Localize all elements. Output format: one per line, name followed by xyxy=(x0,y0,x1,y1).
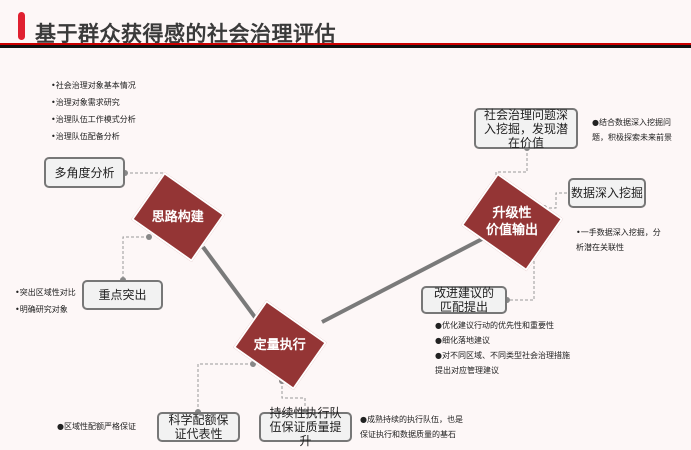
note-item: •治理对象需求研究 xyxy=(51,98,120,107)
note-item: •社会治理对象基本情况 xyxy=(51,81,136,90)
dash-link-gaijin xyxy=(507,246,535,301)
note-item: ●对不同区域、不同类型社会治理措施提出对应管理建议 xyxy=(435,351,570,375)
node-label: 思路构建 xyxy=(151,209,205,225)
node-label: 定量执行 xyxy=(253,337,307,353)
box-gaijin: 改进建议的匹配提出 xyxy=(421,286,507,314)
node-label: 升级性 价值输出 xyxy=(485,205,539,238)
note-kexue: ●区域性配额严格保证 xyxy=(57,422,136,431)
box-wenti: 社会治理问题深入挖掘，发现潜在价值 xyxy=(474,108,578,150)
note-chixu: ●成熟持续的执行队伍，也是保证执行和数据质量的基石 xyxy=(360,415,463,439)
note-item: •突出区域性对比 xyxy=(15,288,76,297)
main-link-2 xyxy=(321,236,485,324)
main-link-1 xyxy=(201,245,262,326)
note-item: •明确研究对象 xyxy=(15,305,68,314)
dash-link-zhongdian xyxy=(122,236,149,280)
note-item: ●优化建议行动的优先性和重要性 xyxy=(435,321,554,330)
title-divider-red xyxy=(0,43,691,45)
note-shuju: •一手数据深入挖掘，分析潜在关联性 xyxy=(576,228,661,252)
box-chixu: 持续性执行队伍保证质量提升 xyxy=(259,406,352,448)
dash-link-chixu xyxy=(281,381,306,412)
box-shuju: 数据深入挖掘 xyxy=(568,178,646,208)
notes-gaijin: ●优化建议行动的优先性和重要性 ●细化落地建议 ●对不同区域、不同类型社会治理措… xyxy=(435,318,570,378)
box-kexue: 科学配额保证代表性 xyxy=(157,412,240,442)
title-accent-bar xyxy=(18,12,25,40)
note-item: •治理队伍工作模式分析 xyxy=(51,115,136,124)
title-divider-black xyxy=(0,45,691,48)
notes-zhongdian: •突出区域性对比 •明确研究对象 xyxy=(15,284,76,318)
note-item: •治理队伍配备分析 xyxy=(51,132,120,141)
page-title: 基于群众获得感的社会治理评估 xyxy=(35,22,336,46)
note-wenti: ●结合数据深入挖掘问题，积极探索未来前景 xyxy=(592,118,672,142)
dash-link-shuju xyxy=(544,192,568,209)
box-duojiaodu: 多角度分析 xyxy=(44,157,125,188)
notes-duojiaodu: •社会治理对象基本情况 •治理对象需求研究 •治理队伍工作模式分析 •治理队伍配… xyxy=(51,77,136,145)
box-zhongdian: 重点突出 xyxy=(82,280,163,310)
dash-link-kexue xyxy=(197,363,253,412)
note-item: ●细化落地建议 xyxy=(435,336,490,345)
